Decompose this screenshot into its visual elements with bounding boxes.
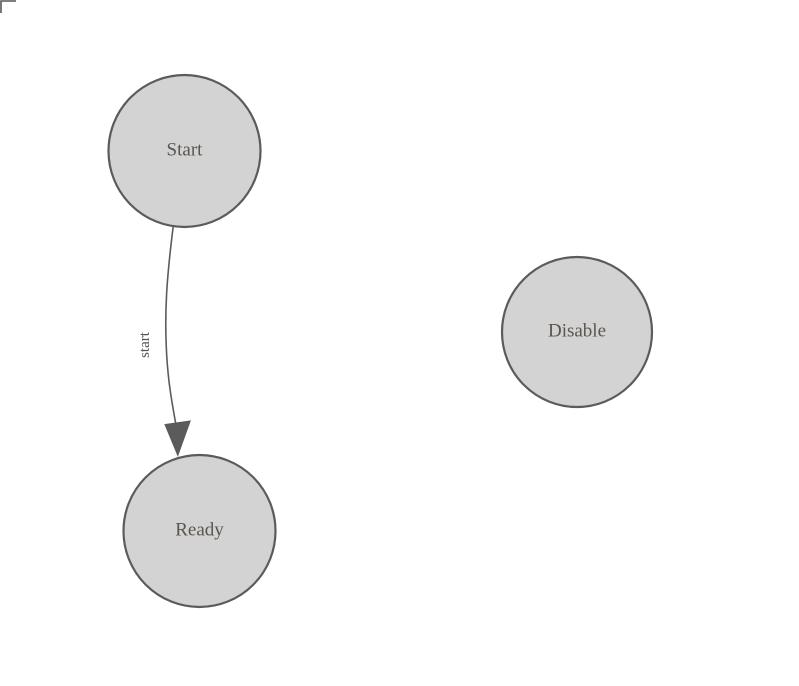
crop-corner-mark [0, 0, 16, 13]
node-ready-label: Ready [175, 519, 224, 540]
node-ready-circle[interactable] [122, 453, 277, 609]
node-start-circle[interactable] [107, 73, 262, 229]
edge-arrowhead-start-to-ready [164, 420, 191, 457]
node-ready[interactable]: Ready [122, 453, 277, 609]
node-start-label: Start [167, 139, 204, 160]
edge-path-start-to-ready [164, 226, 178, 429]
edge-start-to-ready[interactable]: start [137, 226, 191, 457]
node-disable-circle[interactable] [500, 255, 654, 409]
edge-label-start: start [137, 331, 153, 358]
node-disable-label: Disable [548, 320, 606, 341]
node-disable[interactable]: Disable [500, 255, 654, 409]
node-start[interactable]: Start [107, 73, 262, 229]
